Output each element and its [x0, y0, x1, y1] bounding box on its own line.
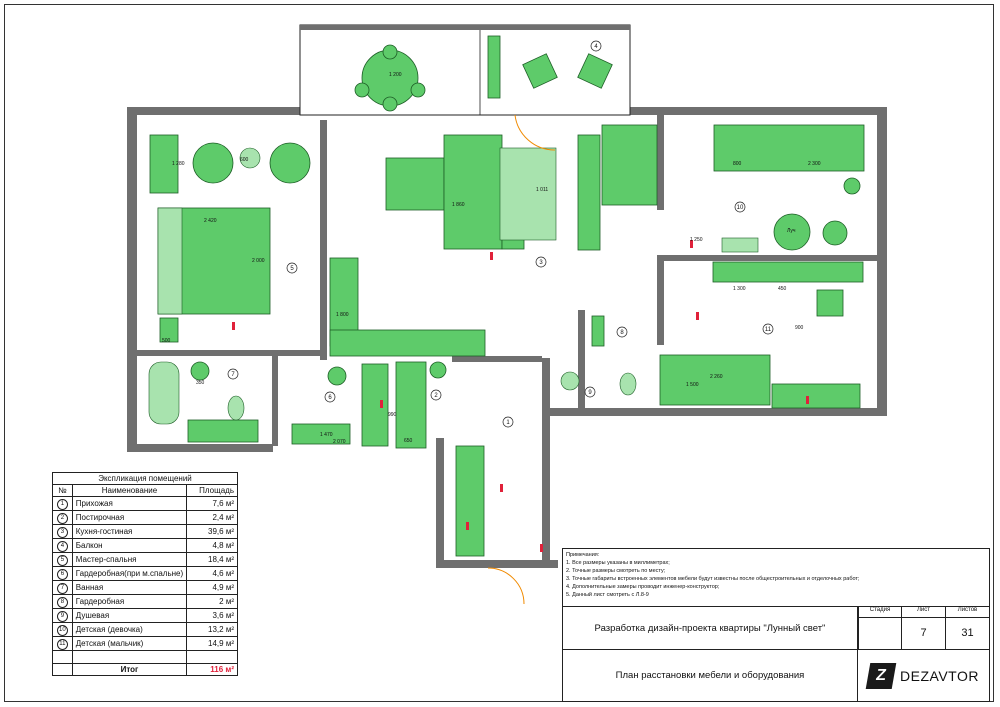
dim-label: 900: [795, 325, 804, 331]
rooms-explication-table: Экспликация помещений № Наименование Пло…: [52, 471, 238, 676]
room-number: 2: [434, 393, 438, 399]
balcony: [299, 24, 631, 116]
notes-box: Примечания: 1. Все размеры указаны в мил…: [562, 548, 990, 606]
project-title: Разработка дизайн-проекта квартиры "Лунн…: [562, 606, 858, 650]
dim-label: Луч: [787, 228, 796, 234]
room-number: 9: [588, 390, 592, 396]
dim-label: 1 200: [389, 72, 402, 78]
logo-text: DEZAVTOR: [900, 667, 979, 684]
note-item: 1. Все размеры указаны в миллиметрах;: [566, 560, 670, 566]
room-number: 7: [231, 372, 235, 378]
logo-icon: Z: [865, 662, 897, 689]
dim-label: 500: [162, 338, 171, 344]
dim-label: 1 500: [686, 382, 699, 388]
sheets-label: Листов: [946, 606, 990, 618]
dim-label: 2 420: [204, 218, 217, 224]
wall-left: [127, 107, 137, 452]
note-item: 2. Точные размеры смотреть по месту;: [566, 568, 666, 574]
kitchen-counter: [329, 329, 486, 357]
hall-wardrobe: [455, 445, 485, 557]
armchair: [192, 142, 234, 184]
balcony-chair: [522, 53, 558, 89]
note-item: 5. Данный лист смотреть с Л.8-9: [566, 592, 649, 598]
dim-label: 1 280: [172, 161, 185, 167]
note-item: 4. Дополнительные замеры проводит инжене…: [566, 584, 720, 590]
wall-bottom-left: [127, 444, 273, 452]
sheets-value: 31: [946, 618, 990, 650]
stage-value: [858, 618, 902, 650]
dim-label: 1 250: [690, 237, 703, 243]
dim-label: 1 860: [452, 202, 465, 208]
wall-hall-left: [436, 438, 444, 568]
dim-label: 990: [388, 412, 397, 418]
wardrobe: [149, 134, 179, 194]
total-label: Итог: [71, 662, 188, 676]
drawing-frame: [4, 4, 994, 702]
sheet-label: Лист: [902, 606, 946, 618]
bathtub: [148, 361, 180, 425]
table-caption: Экспликация помещений: [52, 471, 238, 486]
dim-label: 1 300: [733, 286, 746, 292]
total-row: Итог 116 м²: [52, 662, 238, 676]
dim-label: 2 000: [252, 258, 265, 264]
dim-label: 1 011: [536, 187, 548, 193]
balcony-chair: [577, 53, 613, 89]
round-rug: [773, 213, 811, 251]
girl-bed: [713, 124, 865, 172]
room-number: 8: [620, 330, 624, 336]
balcony-bench: [487, 35, 501, 99]
balcony-wall: [300, 25, 630, 30]
dim-label: 800: [733, 161, 742, 167]
sofa-part: [385, 157, 445, 211]
sofa: [443, 134, 503, 250]
wall-bottom-right: [542, 408, 887, 416]
room-number: 5: [290, 266, 294, 272]
room-number: 11: [765, 327, 772, 333]
total-area: 116 м²: [186, 662, 238, 676]
title-block: Разработка дизайн-проекта квартиры "Лунн…: [562, 606, 990, 702]
desk: [712, 261, 864, 283]
armchair: [269, 142, 311, 184]
sheet-value: 7: [902, 618, 946, 650]
column-header-name: Наименование: [71, 484, 188, 498]
room-number: 10: [737, 205, 744, 211]
room-number: 3: [539, 260, 543, 266]
dim-label: 2 070: [333, 439, 346, 445]
wall-bottom-hall: [440, 560, 558, 568]
dim-label: 350: [196, 380, 205, 386]
notes-title: Примечания:: [566, 552, 600, 558]
dim-label: 1 470: [320, 432, 333, 438]
dim-label: 2 300: [808, 161, 821, 167]
dim-label: 2 260: [710, 374, 723, 380]
dezavtor-logo: Z DEZAVTOR: [858, 650, 990, 702]
wall-hall-right: [542, 358, 550, 568]
sheet-title: План расстановки мебели и оборудования: [562, 650, 858, 702]
dim-label: 450: [778, 286, 787, 292]
room-number: 1: [506, 420, 510, 426]
dim-label: 650: [404, 438, 413, 444]
dim-label: 600: [240, 157, 249, 163]
dim-label: 1 800: [336, 312, 349, 318]
room-number: 6: [328, 395, 332, 401]
column-header-num: №: [52, 484, 73, 498]
column-header-area: Площадь: [186, 484, 238, 498]
room-number: 4: [594, 44, 598, 50]
note-item: 3. Точные габариты встроенных элементов …: [566, 576, 860, 582]
boy-bed: [659, 354, 771, 406]
stage-label: Стадия: [858, 606, 902, 618]
